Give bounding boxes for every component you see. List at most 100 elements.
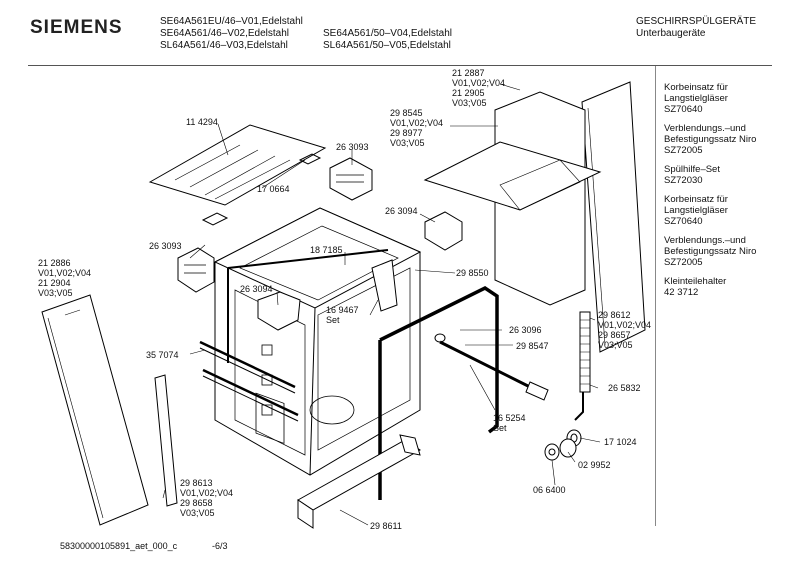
- door-seal-frame: [378, 285, 499, 500]
- part-label-187185: 18 7185: [310, 245, 343, 255]
- part-variant: V03;V05: [38, 288, 73, 298]
- part-variant: V01,V02;V04: [452, 78, 506, 88]
- accessory-entry: Spülhilfe–Set SZ72030: [664, 164, 756, 186]
- model-line: SE64A561/46–V02,Edelstahl: [160, 28, 289, 39]
- accessory-name: Korbeinsatz für: [664, 82, 728, 93]
- model-line: SL64A561/46–V03,Edelstahl: [160, 40, 288, 51]
- accessory-code: SZ70640: [664, 104, 703, 115]
- part-label-114294: 11 4294: [186, 117, 218, 127]
- part-label-298612: 29 8612 V01,V02;V04 29 8657 V03;V05: [598, 310, 651, 350]
- part-label-263094-right: 26 3094: [385, 206, 418, 216]
- accessory-code: SZ72030: [664, 175, 703, 186]
- model-list-left: SE64A561EU/46–V01,Edelstahl SE64A561/46–…: [160, 16, 303, 52]
- side-panel-left: [41, 294, 149, 526]
- accessory-name: Kleinteilehalter: [664, 276, 727, 287]
- part-number: 16 5254: [493, 413, 526, 423]
- part-note: Set: [326, 315, 340, 325]
- drain-hose-connector: [574, 311, 591, 421]
- accessory-entry: Kleinteilehalter 42 3712: [664, 276, 756, 298]
- spray-arm-fixture: [371, 259, 398, 312]
- accessory-code: SZ70640: [664, 216, 703, 227]
- subcategory-title: Unterbaugeräte: [636, 28, 706, 39]
- accessory-entry: Verblendungs.–und Befestigungssatz Niro …: [664, 123, 756, 156]
- accessory-name: Korbeinsatz für: [664, 194, 728, 205]
- model-line: SE64A561/50–V04,Edelstahl: [323, 28, 452, 39]
- model-line: SL64A561/50–V05,Edelstahl: [323, 40, 451, 51]
- part-number: 21 2905: [452, 88, 485, 98]
- accessory-name: Spülhilfe–Set: [664, 164, 720, 175]
- page-number: -6/3: [212, 541, 228, 551]
- part-label-171024: 17 1024: [604, 437, 637, 447]
- accessory-name: Verblendungs.–und: [664, 123, 746, 134]
- leader-lines: [64, 83, 601, 526]
- part-number: 21 2904: [38, 278, 71, 288]
- accessory-name: Verblendungs.–und: [664, 235, 746, 246]
- part-label-029952: 02 9952: [578, 460, 611, 470]
- part-label-265832: 26 5832: [608, 383, 641, 393]
- part-number: 21 2887: [452, 68, 485, 78]
- spray-arm: [434, 333, 549, 401]
- accessory-entry: Korbeinsatz für Langstielgläser SZ70640: [664, 82, 756, 115]
- part-variant: V03;V05: [598, 340, 633, 350]
- part-label-263094-left: 26 3094: [240, 284, 273, 294]
- part-number: 29 8612: [598, 310, 631, 320]
- part-number: 29 8657: [598, 330, 631, 340]
- part-label-357074: 35 7074: [146, 350, 179, 360]
- sidebar-divider: [655, 66, 656, 526]
- part-number: 29 8545: [390, 108, 423, 118]
- header-rule: [28, 65, 772, 66]
- document-code: 58300000105891_aet_000_c: [60, 541, 178, 551]
- part-variant: V01,V02;V04: [598, 320, 652, 330]
- part-label-212886: 21 2886 V01,V02;V04 21 2904 V03;V05: [38, 258, 91, 298]
- part-label-298547: 29 8547: [516, 341, 549, 351]
- category-heading: GESCHIRRSPÜLGERÄTE Unterbaugeräte: [636, 16, 756, 40]
- small-fittings: [544, 429, 582, 461]
- accessory-code: SZ72005: [664, 145, 703, 156]
- seal-strip: [227, 249, 389, 363]
- mounting-bracket: [201, 153, 322, 226]
- part-note: Set: [493, 423, 507, 433]
- part-label-165254: 16 5254 Set: [493, 413, 526, 433]
- part-variant: V01,V02;V04: [38, 268, 92, 278]
- accessory-entry: Korbeinsatz für Langstielgläser SZ70640: [664, 194, 756, 227]
- part-number: 29 8977: [390, 128, 423, 138]
- part-label-298545: 29 8545 V01,V02;V04 29 8977 V03;V05: [390, 108, 443, 148]
- clip-part: [177, 157, 373, 293]
- brand-logo: SIEMENS: [30, 17, 123, 38]
- part-variant: V03;V05: [180, 508, 215, 518]
- part-label-212887: 21 2887 V01,V02;V04 21 2905 V03;V05: [452, 68, 505, 108]
- accessory-name: Befestigungssatz Niro: [664, 246, 757, 257]
- part-label-066400: 06 6400: [533, 485, 566, 495]
- part-label-298611: 29 8611: [370, 521, 402, 531]
- part-number: 29 8613: [180, 478, 213, 488]
- trim-strip: [154, 374, 178, 507]
- side-panel-right: [581, 81, 646, 353]
- part-variant: V01,V02;V04: [180, 488, 234, 498]
- part-label-263093-top: 26 3093: [336, 142, 369, 152]
- part-label-263093-left: 26 3093: [149, 241, 182, 251]
- accessory-name: Langstielgläser: [664, 93, 728, 104]
- part-label-298550: 29 8550: [456, 268, 489, 278]
- part-label-263096: 26 3096: [509, 325, 542, 335]
- part-number: 29 8658: [180, 498, 213, 508]
- part-number: 16 9467: [326, 305, 359, 315]
- accessory-name: Langstielgläser: [664, 205, 728, 216]
- part-label-169467: 16 9467 Set: [326, 305, 359, 325]
- basket-rails: [199, 340, 299, 422]
- model-list-right: SE64A561/50–V04,Edelstahl SL64A561/50–V0…: [323, 28, 452, 52]
- part-variant: V03;V05: [452, 98, 487, 108]
- part-variant: V01,V02;V04: [390, 118, 444, 128]
- category-title: GESCHIRRSPÜLGERÄTE: [636, 16, 757, 27]
- top-cover-plate: [148, 124, 327, 206]
- accessory-list: Korbeinsatz für Langstielgläser SZ70640 …: [664, 82, 756, 306]
- part-number: 21 2886: [38, 258, 71, 268]
- accessory-entry: Verblendungs.–und Befestigungssatz Niro …: [664, 235, 756, 268]
- base-plinth: [297, 434, 421, 529]
- accessory-name: Befestigungssatz Niro: [664, 134, 757, 145]
- part-label-170664: 17 0664: [257, 184, 290, 194]
- model-line: SE64A561EU/46–V01,Edelstahl: [160, 16, 303, 27]
- accessory-code: SZ72005: [664, 257, 703, 268]
- part-label-298613: 29 8613 V01,V02;V04 29 8658 V03;V05: [180, 478, 233, 518]
- insulation-cover: [423, 91, 602, 306]
